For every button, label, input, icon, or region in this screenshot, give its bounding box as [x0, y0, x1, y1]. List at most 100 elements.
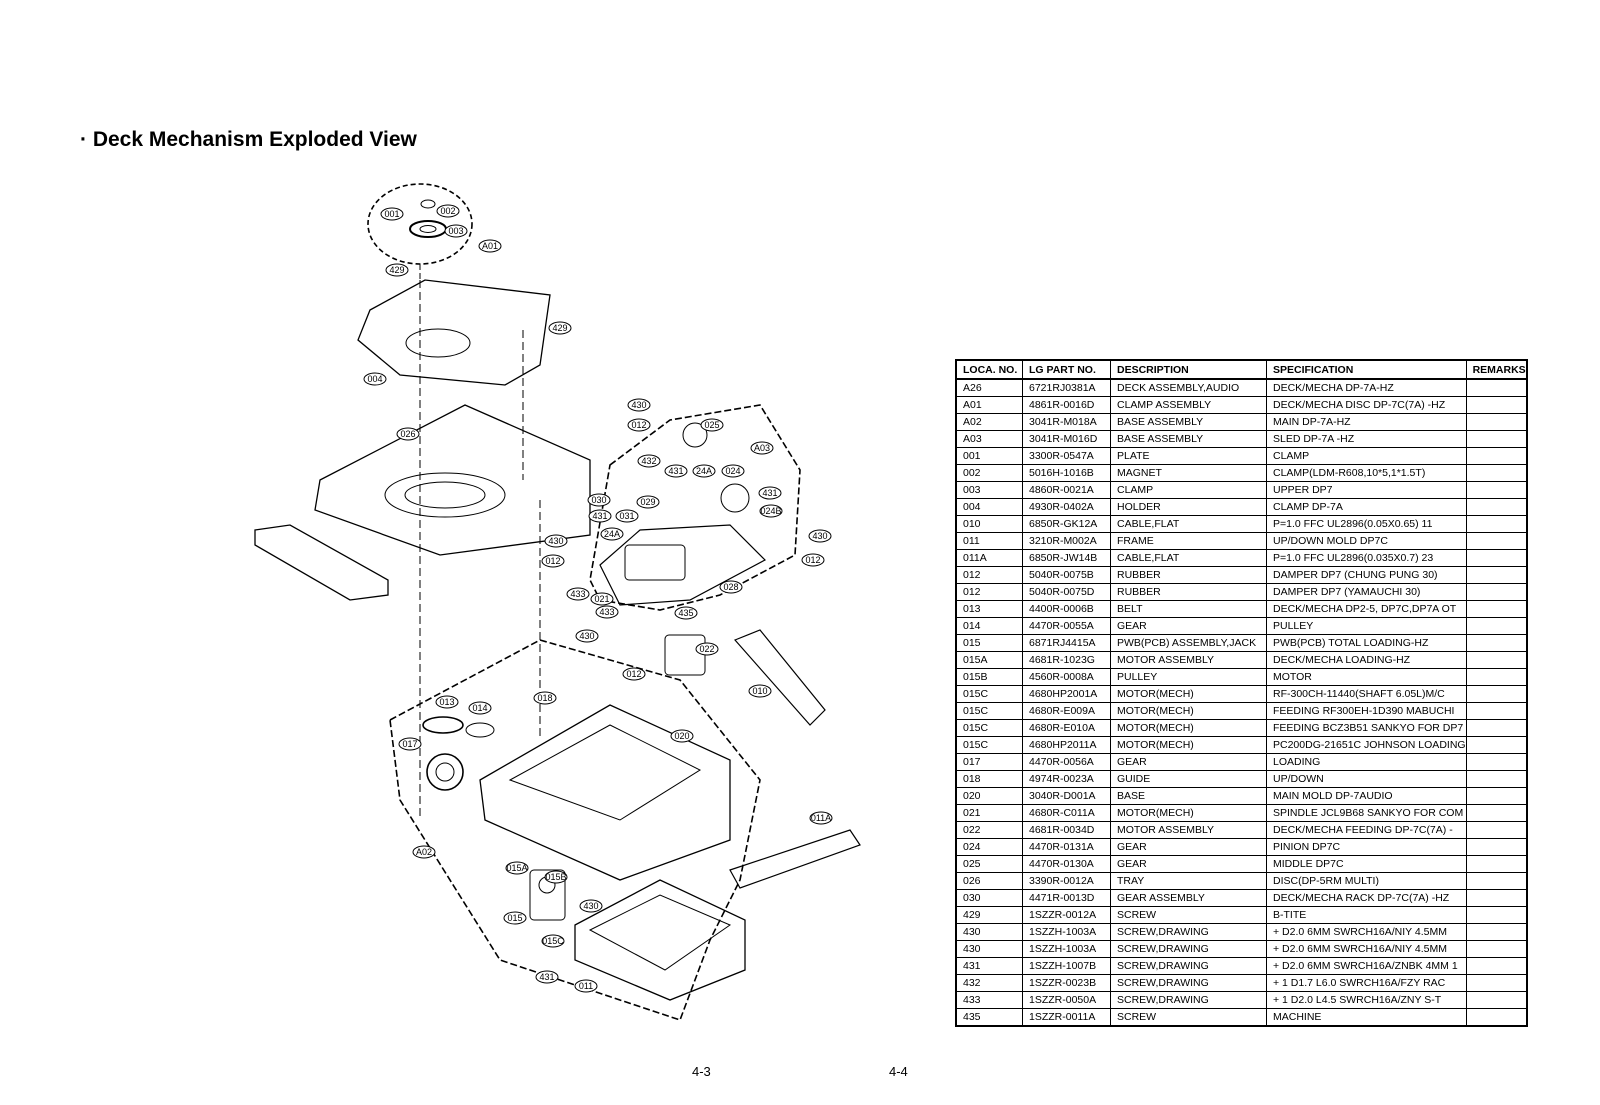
table-cell: A26: [955, 378, 1023, 397]
table-cell: DAMPER DP7 (CHUNG PUNG 30): [1266, 566, 1467, 584]
column-header: DESCRIPTION: [1110, 359, 1267, 380]
table-cell: 011A: [955, 549, 1023, 567]
table-cell: 432: [955, 974, 1023, 992]
callout-label: A03: [754, 443, 770, 453]
table-cell: 3390R-0012A: [1022, 872, 1111, 890]
callout-label: 012: [631, 420, 646, 430]
table-cell: BELT: [1110, 600, 1267, 618]
table-cell: 3300R-0547A: [1022, 447, 1111, 465]
table-cell: [1465, 821, 1528, 839]
table-cell: MACHINE: [1266, 1008, 1467, 1027]
table-cell: [1465, 787, 1528, 805]
table-cell: [1465, 702, 1528, 720]
table-cell: A03: [955, 430, 1023, 448]
callout-label: 024: [725, 466, 740, 476]
table-cell: PINION DP7C: [1266, 838, 1467, 856]
table-cell: SCREW,DRAWING: [1110, 974, 1267, 992]
table-cell: PULLEY: [1266, 617, 1467, 635]
table-cell: [1465, 378, 1528, 397]
table-cell: [1465, 974, 1528, 992]
table-cell: 4560R-0008A: [1022, 668, 1111, 686]
table-cell: [1465, 532, 1528, 550]
table-cell: DISC(DP-5RM MULTI): [1266, 872, 1467, 890]
table-cell: 3041R-M016D: [1022, 430, 1111, 448]
callout-label: 430: [812, 531, 827, 541]
callout-label: A01: [482, 241, 498, 251]
table-cell: [1465, 549, 1528, 567]
callout-label: 002: [440, 206, 455, 216]
table-cell: UP/DOWN MOLD DP7C: [1266, 532, 1467, 550]
table-cell: [1465, 685, 1528, 703]
table-cell: [1465, 481, 1528, 499]
callout-label: 029: [640, 497, 655, 507]
table-cell: + D2.0 6MM SWRCH16A/NIY 4.5MM: [1266, 940, 1467, 958]
callout-label: 018: [537, 693, 552, 703]
table-cell: 001: [955, 447, 1023, 465]
callout-label: 003: [448, 226, 463, 236]
table-cell: CLAMP(LDM-R608,10*5,1*1.5T): [1266, 464, 1467, 482]
table-cell: 4861R-0016D: [1022, 396, 1111, 414]
table-cell: SCREW: [1110, 1008, 1267, 1027]
table-cell: [1465, 413, 1528, 431]
table-cell: 6871RJ4415A: [1022, 634, 1111, 652]
callout-label: 011: [579, 981, 593, 991]
parts-list-table: LOCA. NO. LG PART NO. DESCRIPTION SPECIF…: [955, 359, 1528, 1027]
page-title: · Deck Mechanism Exploded View: [80, 128, 417, 151]
table-cell: 003: [955, 481, 1023, 499]
table-cell: 012: [955, 566, 1023, 584]
table-cell: 015C: [955, 702, 1023, 720]
table-cell: 1SZZR-0050A: [1022, 991, 1111, 1009]
callout-label: 026: [400, 429, 415, 439]
table-cell: 022: [955, 821, 1023, 839]
table-cell: [1465, 396, 1528, 414]
table-cell: 015C: [955, 719, 1023, 737]
table-cell: GEAR: [1110, 617, 1267, 635]
table-cell: 015: [955, 634, 1023, 652]
table-cell: CLAMP ASSEMBLY: [1110, 396, 1267, 414]
table-header-row: LOCA. NO. LG PART NO. DESCRIPTION SPECIF…: [955, 359, 1528, 380]
callout-label: 430: [583, 901, 598, 911]
table-cell: 1SZZH-1007B: [1022, 957, 1111, 975]
table-cell: + 1 D2.0 L4.5 SWRCH16A/ZNY S-T: [1266, 991, 1467, 1009]
table-cell: MOTOR(MECH): [1110, 736, 1267, 754]
table-cell: SCREW: [1110, 906, 1267, 924]
table-cell: [1465, 515, 1528, 533]
table-cell: BASE: [1110, 787, 1267, 805]
table-cell: [1465, 923, 1528, 941]
table-cell: P=1.0 FFC UL2896(0.05X0.65) 11: [1266, 515, 1467, 533]
table-cell: BASE ASSEMBLY: [1110, 413, 1267, 431]
table-cell: 1SZZR-0011A: [1022, 1008, 1111, 1027]
table-cell: BASE ASSEMBLY: [1110, 430, 1267, 448]
callout-label: 022: [699, 644, 714, 654]
table-cell: MOTOR ASSEMBLY: [1110, 651, 1267, 669]
callout-label: 429: [389, 265, 404, 275]
table-cell: [1465, 838, 1528, 856]
table-cell: 015A: [955, 651, 1023, 669]
table-cell: SLED DP-7A -HZ: [1266, 430, 1467, 448]
table-cell: LOADING: [1266, 753, 1467, 771]
table-cell: [1465, 940, 1528, 958]
callout-label: 001: [384, 209, 399, 219]
table-cell: 1SZZH-1003A: [1022, 940, 1111, 958]
table-cell: 429: [955, 906, 1023, 924]
table-cell: DECK/MECHA DP-7A-HZ: [1266, 378, 1467, 397]
table-cell: 020: [955, 787, 1023, 805]
callout-label: 013: [439, 697, 454, 707]
callout-label: 435: [678, 608, 693, 618]
table-cell: 3210R-M002A: [1022, 532, 1111, 550]
table-cell: MOTOR: [1266, 668, 1467, 686]
table-cell: [1465, 957, 1528, 975]
table-cell: CABLE,FLAT: [1110, 549, 1267, 567]
callout-label: 430: [579, 631, 594, 641]
callout-label: 011A: [811, 813, 831, 823]
